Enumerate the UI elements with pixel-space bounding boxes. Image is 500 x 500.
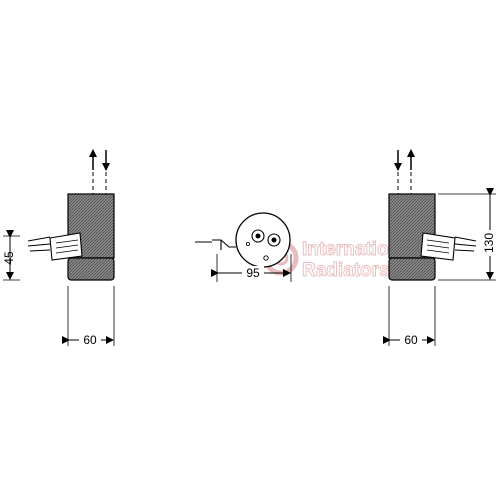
right-height-label: 130 [482,233,496,253]
left-mount-bracket [27,232,83,261]
top-view-bracket [195,239,236,250]
left-width-label: 60 [83,333,97,347]
right-mount-bracket [420,232,477,261]
right-drier-base [388,257,436,281]
offset-dimension: 95 [211,254,292,282]
left-width-dimension: 60 [62,286,115,347]
top-view: 95 [195,212,292,282]
right-flow-arrows-icon [394,149,415,194]
watermark-logo: International Radiators [263,239,416,281]
right-drier-view: 130 60 [383,149,498,347]
left-drier-view: 45 60 [2,149,115,347]
offset-label: 95 [246,266,260,280]
right-width-dimension: 60 [383,286,436,347]
left-flow-arrows-icon [89,149,110,194]
right-height-dimension: 130 [438,188,498,281]
watermark-line2: Radiators [302,260,390,281]
left-drier-base [67,257,115,281]
left-height-label: 45 [2,251,16,265]
port-icon [245,229,281,261]
right-width-label: 60 [404,333,418,347]
watermark-line1: International [302,239,416,260]
left-height-dimension: 45 [2,230,20,281]
